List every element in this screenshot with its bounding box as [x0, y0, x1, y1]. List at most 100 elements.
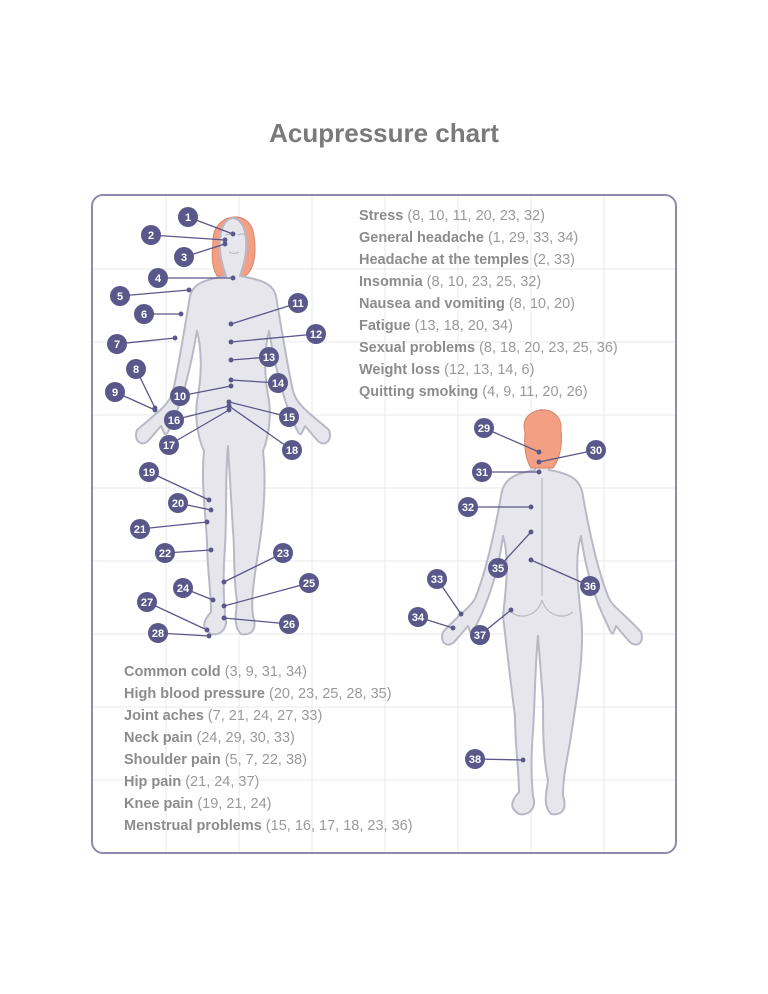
- leader-line: [228, 401, 290, 418]
- point-marker-label: 37: [474, 630, 486, 642]
- legend-item: Insomnia (8, 10, 23, 25, 32): [359, 271, 618, 293]
- pressure-point-dot: [228, 383, 234, 389]
- point-marker: 38: [465, 749, 485, 769]
- leader-line: [223, 617, 290, 625]
- point-marker: 37: [470, 625, 490, 645]
- point-marker-circle: [474, 418, 494, 438]
- point-marker-circle: [408, 607, 428, 627]
- point-marker-circle: [259, 347, 279, 367]
- point-marker-circle: [110, 286, 130, 306]
- point-marker: 28: [148, 623, 168, 643]
- point-marker-label: 4: [155, 273, 162, 285]
- legend-item: Hip pain (21, 24, 37): [124, 771, 413, 793]
- legend-item-points: (8, 10, 20): [504, 296, 575, 312]
- point-marker-circle: [458, 497, 478, 517]
- point-marker-circle: [282, 440, 302, 460]
- point-marker-label: 30: [590, 445, 602, 457]
- pressure-point-dot: [228, 377, 234, 383]
- legend-item-points: (4, 9, 11, 20, 26): [478, 384, 588, 400]
- point-marker-circle: [148, 268, 168, 288]
- point-marker-label: 20: [172, 498, 184, 510]
- leader-line: [146, 601, 208, 631]
- pressure-point-dot: [226, 403, 232, 409]
- point-marker: 30: [586, 440, 606, 460]
- point-marker: 8: [126, 359, 146, 379]
- legend-top: Stress (8, 10, 11, 20, 23, 32)General he…: [359, 205, 618, 403]
- legend-item-name: Knee pain: [124, 796, 194, 812]
- pressure-point-dot: [222, 237, 228, 243]
- pressure-point-dot: [208, 507, 214, 513]
- leader-line: [119, 289, 190, 297]
- point-marker: 20: [168, 493, 188, 513]
- point-marker: 14: [268, 373, 288, 393]
- leader-line: [483, 427, 540, 453]
- point-marker-circle: [427, 569, 447, 589]
- point-marker-circle: [134, 304, 154, 324]
- legend-item-points: (5, 7, 22, 38): [220, 752, 307, 768]
- pressure-point-dot: [221, 579, 227, 585]
- pressure-point-dot: [228, 357, 234, 363]
- point-marker-label: 35: [492, 563, 504, 575]
- legend-item: Shoulder pain (5, 7, 22, 38): [124, 749, 413, 771]
- point-marker-label: 25: [303, 578, 315, 590]
- leader-line: [139, 521, 208, 530]
- point-marker: 26: [279, 614, 299, 634]
- point-marker: 36: [580, 576, 600, 596]
- point-marker-label: 7: [114, 339, 120, 351]
- point-marker-circle: [472, 462, 492, 482]
- pressure-point-dot: [536, 459, 542, 465]
- pressure-point-dot: [528, 529, 534, 535]
- point-marker: 35: [488, 558, 508, 578]
- point-marker-circle: [126, 359, 146, 379]
- pressure-point-dot: [228, 339, 234, 345]
- point-marker-label: 8: [133, 364, 139, 376]
- legend-item-name: Weight loss: [359, 362, 441, 378]
- point-marker-label: 21: [134, 524, 146, 536]
- point-marker-label: 18: [286, 445, 298, 457]
- legend-bottom: Common cold (3, 9, 31, 34)High blood pre…: [124, 661, 413, 837]
- pressure-point-dot: [458, 611, 464, 617]
- point-marker-label: 16: [168, 415, 180, 427]
- legend-item-name: Nausea and vomiting: [359, 296, 505, 312]
- legend-item-points: (7, 21, 24, 27, 33): [203, 708, 323, 724]
- point-marker: 24: [173, 578, 193, 598]
- point-marker: 33: [427, 569, 447, 589]
- point-marker-circle: [288, 293, 308, 313]
- point-marker-label: 19: [143, 467, 155, 479]
- legend-item-points: (13, 18, 20, 34): [410, 318, 513, 334]
- point-marker-circle: [141, 225, 161, 245]
- legend-item: Knee pain (19, 21, 24): [124, 793, 413, 815]
- pressure-point-dot: [528, 504, 534, 510]
- point-marker: 17: [159, 435, 179, 455]
- point-marker-circle: [168, 493, 188, 513]
- legend-item-name: Headache at the temples: [359, 252, 530, 268]
- leader-line: [150, 234, 226, 241]
- point-marker: 9: [105, 382, 125, 402]
- point-marker-label: 34: [412, 612, 425, 624]
- point-marker-circle: [105, 382, 125, 402]
- point-marker-label: 6: [141, 309, 147, 321]
- legend-item-name: Stress: [359, 208, 404, 224]
- leader-line: [148, 471, 210, 501]
- point-marker-circle: [164, 410, 184, 430]
- point-marker-circle: [279, 407, 299, 427]
- point-marker: 31: [472, 462, 492, 482]
- point-marker-circle: [170, 386, 190, 406]
- point-marker: 3: [174, 247, 194, 267]
- point-marker-circle: [174, 247, 194, 267]
- legend-item-points: (12, 13, 14, 6): [440, 362, 535, 378]
- legend-item-name: Joint aches: [124, 708, 204, 724]
- leader-line: [168, 409, 230, 446]
- legend-item: Sexual problems (8, 18, 20, 23, 25, 36): [359, 337, 618, 359]
- point-marker-circle: [273, 543, 293, 563]
- legend-item: Weight loss (12, 13, 14, 6): [359, 359, 618, 381]
- point-marker-circle: [586, 440, 606, 460]
- point-marker-circle: [178, 207, 198, 227]
- pressure-point-dot: [206, 497, 212, 503]
- pressure-point-dot: [230, 231, 236, 237]
- point-marker: 10: [170, 386, 190, 406]
- point-marker: 2: [141, 225, 161, 245]
- legend-item-name: High blood pressure: [124, 686, 265, 702]
- point-marker-circle: [488, 558, 508, 578]
